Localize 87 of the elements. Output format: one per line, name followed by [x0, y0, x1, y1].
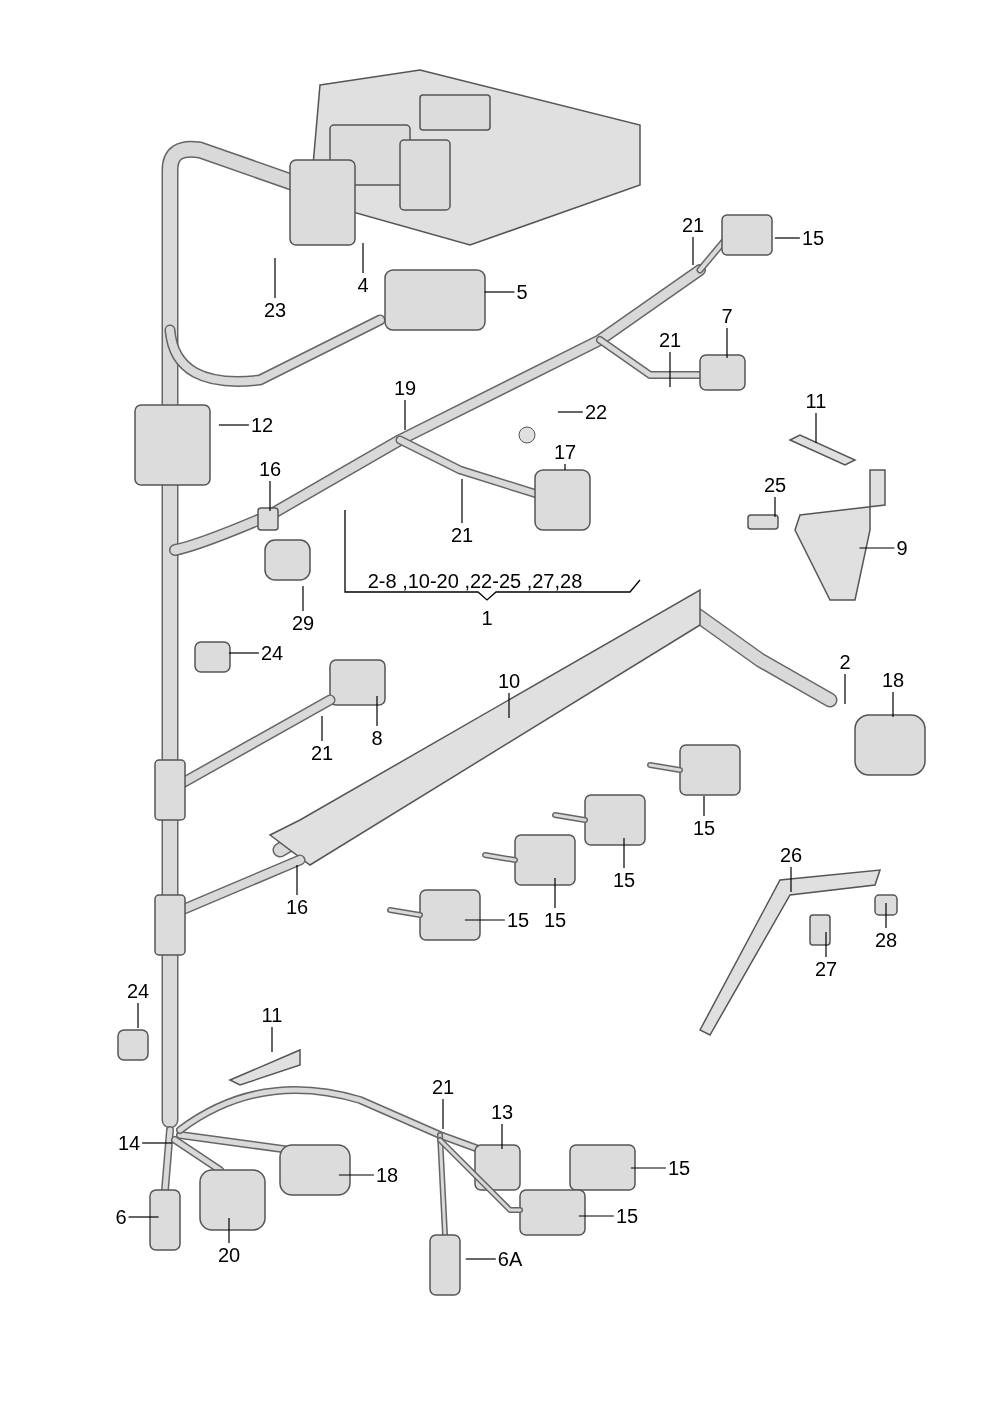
callout-number: 24 — [260, 642, 284, 664]
callout-number: 17 — [553, 441, 577, 463]
callout-number: 15 — [692, 817, 716, 839]
leader-line — [218, 424, 250, 426]
callout-number: 20 — [217, 1244, 241, 1266]
leader-line — [703, 795, 705, 817]
leader-line — [844, 673, 846, 705]
callout-number: 6A — [497, 1248, 523, 1270]
leader-line — [269, 480, 271, 512]
leader-line — [296, 864, 298, 896]
callout-number: 12 — [250, 414, 274, 436]
callout-number: 14 — [117, 1132, 141, 1154]
leader-line — [501, 1123, 503, 1150]
leader-line — [892, 691, 894, 718]
leader-line — [623, 837, 625, 869]
leader-line — [790, 866, 792, 893]
leader-line — [127, 1216, 160, 1218]
connector-plug — [534, 469, 591, 531]
leader-line — [338, 1174, 375, 1176]
callout-number: 21 — [450, 524, 474, 546]
callout-number: 16 — [258, 458, 282, 480]
callout-number: 6 — [115, 1206, 127, 1228]
callout-number: 15 — [615, 1205, 639, 1227]
callout-number: 19 — [393, 377, 417, 399]
callout-number: 21 — [681, 214, 705, 236]
callout-number: 9 — [896, 537, 908, 559]
callout-number: 26 — [779, 844, 803, 866]
leader-line — [885, 902, 887, 929]
callout-number: 24 — [126, 980, 150, 1002]
leader-line — [774, 237, 801, 239]
callout-number: 25 — [763, 474, 787, 496]
leader-line — [461, 478, 463, 524]
leader-line — [141, 1142, 173, 1144]
leader-line — [464, 919, 506, 921]
callout-number: 11 — [805, 390, 827, 412]
callout-number: 7 — [721, 305, 733, 327]
callout-number: 15 — [612, 869, 636, 891]
callout-number: 21 — [658, 329, 682, 351]
leader-line — [508, 692, 510, 719]
leader-line — [271, 1026, 273, 1053]
leader-line — [404, 399, 406, 431]
leader-line — [465, 1258, 497, 1260]
leader-line — [692, 236, 694, 266]
callout-number: 15 — [543, 909, 567, 931]
callout-number: 15 — [506, 909, 530, 931]
leader-line — [726, 327, 728, 359]
leader-line — [228, 652, 260, 654]
callout-number: 8 — [371, 727, 383, 749]
callout-number: 2-8 ,10-20 ,22-25 ,27,28 — [367, 570, 583, 592]
leader-line — [302, 585, 304, 612]
callout-number: 23 — [263, 299, 287, 321]
leader-line — [774, 496, 776, 518]
leader-line — [554, 877, 556, 909]
callout-number: 15 — [801, 227, 825, 249]
leader-line — [228, 1217, 230, 1244]
callout-number: 18 — [375, 1164, 399, 1186]
callout-number: 5 — [516, 281, 528, 303]
leader-line — [376, 695, 378, 727]
callout-number: 13 — [490, 1101, 514, 1123]
callout-number: 1 — [481, 607, 493, 629]
callout-number: 10 — [497, 670, 521, 692]
callout-number: 15 — [667, 1157, 691, 1179]
callout-number: 16 — [285, 896, 309, 918]
callout-number: 29 — [291, 612, 315, 634]
leader-line — [630, 1167, 667, 1169]
callout-number: 4 — [357, 274, 369, 296]
leader-line — [483, 291, 516, 293]
leader-line — [137, 1002, 139, 1029]
leader-line — [442, 1098, 444, 1130]
leader-line — [858, 547, 896, 549]
leader-line — [564, 463, 566, 471]
leader-line — [321, 715, 323, 742]
callout-number: 21 — [310, 742, 334, 764]
callout-number: 11 — [261, 1004, 283, 1026]
leader-line — [274, 257, 276, 299]
callout-number: 28 — [874, 929, 898, 951]
leader-line — [825, 931, 827, 958]
callout-number: 27 — [814, 958, 838, 980]
leader-line — [557, 411, 584, 413]
callout-number: 2 — [839, 651, 851, 673]
leader-line — [669, 351, 671, 388]
callout-number: 18 — [881, 669, 905, 691]
leader-line — [362, 242, 364, 274]
callout-number: 21 — [431, 1076, 455, 1098]
callout-number: 22 — [584, 401, 608, 423]
leader-line — [578, 1215, 615, 1217]
leader-line — [815, 412, 817, 444]
